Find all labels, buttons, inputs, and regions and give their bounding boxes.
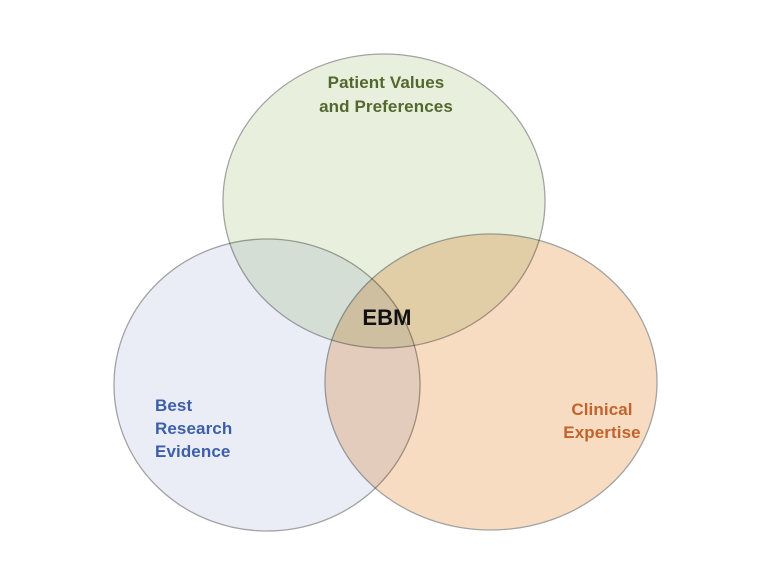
patient-values-label: Patient Values and Preferences — [319, 73, 453, 116]
ebm-center-label: EBM — [362, 305, 412, 330]
best-research-evidence-label: Best Research Evidence — [155, 396, 233, 461]
clinical-expertise-label: Clinical Expertise — [563, 400, 641, 442]
clinical-expertise-circle — [324, 233, 658, 531]
